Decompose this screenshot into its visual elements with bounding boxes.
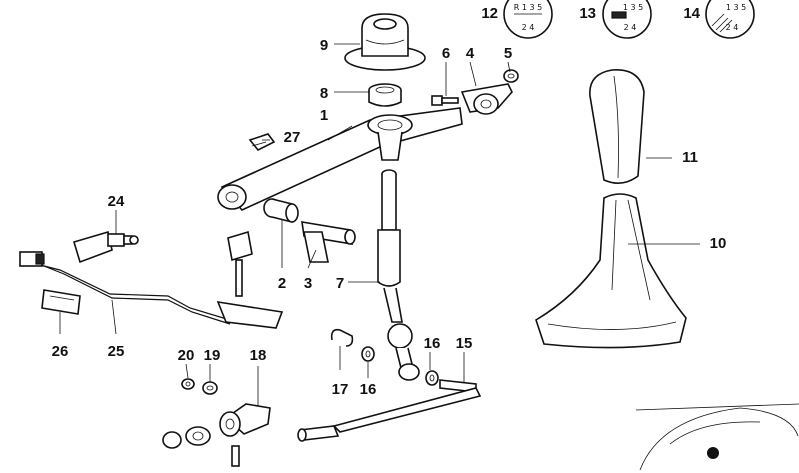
bottom-bushings: [162, 426, 211, 449]
pattern-13-bottom: 2 4: [624, 23, 637, 32]
part-10-leather-boot: [535, 193, 687, 349]
pattern-12-top: R 1 3 5: [514, 3, 542, 12]
part-3-pin: [301, 221, 356, 263]
callout-12: 12: [481, 5, 498, 22]
callout-16-upper: 16: [424, 335, 441, 352]
callout-11: 11: [682, 149, 698, 166]
part-19-washer: [202, 381, 218, 395]
pattern-12-bottom: 2 4: [522, 23, 535, 32]
shift-pattern-14: 1 3 5 2 4: [705, 0, 755, 39]
callout-18: 18: [250, 347, 267, 364]
callout-9: 9: [320, 37, 328, 54]
callout-16-lower: 16: [360, 381, 377, 398]
part-16-washer-left: [361, 346, 375, 362]
part-18-joint: [219, 403, 271, 467]
callout-8: 8: [320, 85, 328, 102]
callout-3: 3: [304, 275, 312, 292]
callouts: 9 8 1 6 4 5 12 13 14 11 10 27 24 2 3 7 2…: [52, 5, 727, 398]
callout-6: 6: [442, 45, 450, 62]
part-2-bushing: [263, 198, 299, 224]
callout-4: 4: [466, 45, 475, 62]
callout-25: 25: [108, 343, 125, 360]
pattern-13-top: 1 3 5: [623, 3, 643, 12]
callout-5: 5: [504, 45, 512, 62]
part-1-shift-lever: [217, 107, 463, 211]
callout-27: 27: [284, 129, 301, 146]
part-17-clip: [330, 328, 354, 347]
part-8-bushing: [368, 83, 402, 107]
part-15-selector-rod: [297, 379, 482, 442]
callout-20: 20: [178, 347, 195, 364]
part-26-connector: [41, 289, 81, 315]
callout-10: 10: [710, 235, 727, 252]
lockout-pad: [216, 230, 284, 329]
callout-17: 17: [332, 381, 349, 398]
part-11-shift-knob: [589, 69, 645, 184]
callout-26: 26: [52, 343, 69, 360]
callout-13: 13: [579, 5, 596, 22]
location-dot-icon: [707, 447, 719, 459]
part-5-nut: [503, 69, 519, 83]
pattern-14-top: 1 3 5: [726, 3, 746, 12]
car-thumbnail: [635, 403, 799, 471]
part-24-switch: [73, 230, 139, 264]
callout-24: 24: [108, 193, 125, 210]
part-20-washer: [181, 378, 195, 390]
callout-14: 14: [683, 5, 700, 22]
part-27-clip: [248, 133, 276, 152]
pattern-14-bottom: 2 4: [726, 23, 739, 32]
part-16-washer-right: [425, 370, 439, 386]
callout-2: 2: [278, 275, 286, 292]
shift-pattern-13: 1 3 5 2 4: [602, 0, 652, 39]
callout-15: 15: [456, 335, 473, 352]
part-6-bolt: [431, 95, 459, 106]
shift-pattern-12: R 1 3 5 2 4: [503, 0, 553, 39]
part-9-shift-boot: [344, 13, 426, 71]
leader-lines: [59, 43, 700, 406]
part-4-bracket: [460, 83, 513, 115]
callout-1: 1: [320, 107, 328, 124]
callout-19: 19: [204, 347, 221, 364]
callout-7: 7: [336, 275, 344, 292]
part-7-shift-rod: [377, 169, 420, 381]
